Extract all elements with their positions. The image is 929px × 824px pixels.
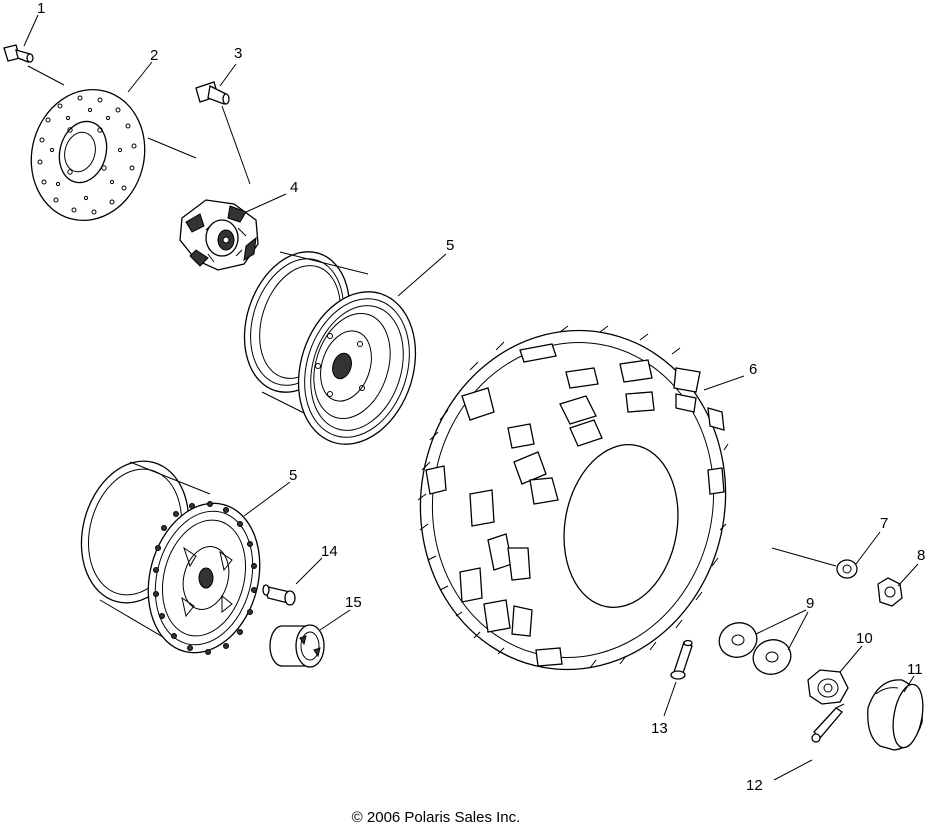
leader-lines (23, 14, 919, 781)
part-5-upper-rim (243, 251, 417, 445)
tire-sidewall-lugs (417, 325, 729, 669)
callout-8: 8 (917, 547, 925, 564)
part-6-tire (417, 325, 729, 671)
callout-13: 13 (651, 720, 668, 737)
part-1-bolt (3, 44, 34, 63)
tire-tread-blocks (425, 343, 725, 667)
callout-14: 14 (321, 543, 338, 560)
callout-12: 12 (746, 777, 763, 794)
part-14-stud (262, 584, 296, 606)
part-4-hub (179, 199, 259, 271)
part-10-castle-nut (807, 669, 849, 705)
callout-15: 15 (345, 594, 362, 611)
part-12-cotter-pin (811, 703, 845, 743)
callout-2: 2 (150, 47, 158, 64)
copyright-text: © 2006 Polaris Sales Inc. (352, 809, 521, 824)
part-3-stud (195, 81, 230, 105)
callout-7: 7 (880, 515, 888, 532)
lower-rim-beadlock-notches (153, 501, 257, 655)
callout-6: 6 (749, 361, 757, 378)
callout-5-lower: 5 (289, 467, 297, 484)
callout-3: 3 (234, 45, 242, 62)
part-7-washer (836, 559, 858, 579)
callout-9: 9 (806, 595, 814, 612)
part-11-hub-cap (867, 679, 924, 751)
callout-1: 1 (37, 0, 45, 17)
part-9-washers (718, 622, 792, 675)
callout-5-upper: 5 (446, 237, 454, 254)
callout-11: 11 (907, 661, 923, 678)
part-8-nut (877, 577, 903, 607)
part-13-valve-stem (670, 639, 693, 680)
part-15-bearing (269, 624, 325, 668)
callout-4: 4 (290, 179, 298, 196)
part-5-lower-rim (80, 460, 261, 655)
disc-vent-holes (37, 95, 137, 215)
part-2-brake-disc (30, 88, 146, 222)
callout-10: 10 (856, 630, 873, 647)
